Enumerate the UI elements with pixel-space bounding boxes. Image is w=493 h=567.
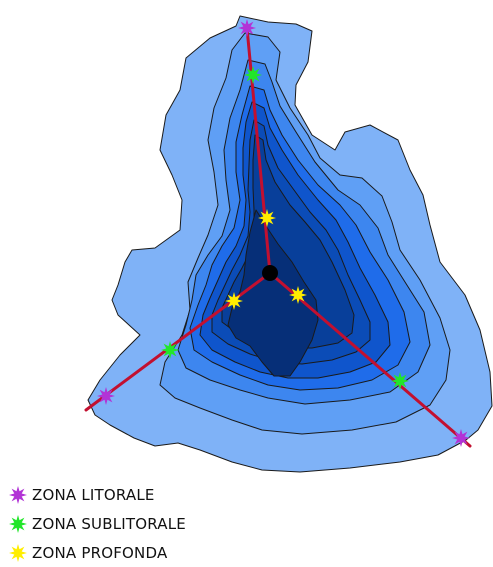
zona-sublitorale-marker	[391, 372, 409, 390]
lake-depth-contours	[87, 15, 493, 473]
star-icon	[9, 543, 27, 562]
legend: ZONA LITORALE ZONA SUBLITORALE ZONA PROF…	[6, 480, 186, 567]
legend-label-zona-profonda: ZONA PROFONDA	[32, 543, 168, 562]
zona-litorale-marker	[452, 429, 470, 447]
star-icon	[9, 485, 27, 504]
zona-litorale-marker	[97, 387, 115, 405]
zona-profonda-marker	[225, 292, 243, 310]
zona-profonda-marker	[289, 286, 307, 304]
legend-item-zona-profonda: ZONA PROFONDA	[6, 538, 186, 567]
legend-item-zona-sublitorale: ZONA SUBLITORALE	[6, 509, 186, 538]
zona-sublitorale-marker	[161, 341, 179, 359]
star-icon	[9, 514, 27, 533]
zone-markers	[97, 19, 470, 447]
contour-level-8	[227, 209, 319, 377]
transect-southeast	[268, 271, 472, 448]
lake-center-point	[262, 265, 278, 281]
zona-sublitorale-marker	[244, 66, 262, 84]
legend-label-zona-litorale: ZONA LITORALE	[32, 485, 155, 504]
legend-item-zona-litorale: ZONA LITORALE	[6, 480, 186, 509]
zona-profonda-marker	[258, 209, 276, 227]
zona-litorale-marker	[238, 19, 256, 37]
legend-label-zona-sublitorale: ZONA SUBLITORALE	[32, 514, 186, 533]
transect-north	[245, 26, 272, 275]
